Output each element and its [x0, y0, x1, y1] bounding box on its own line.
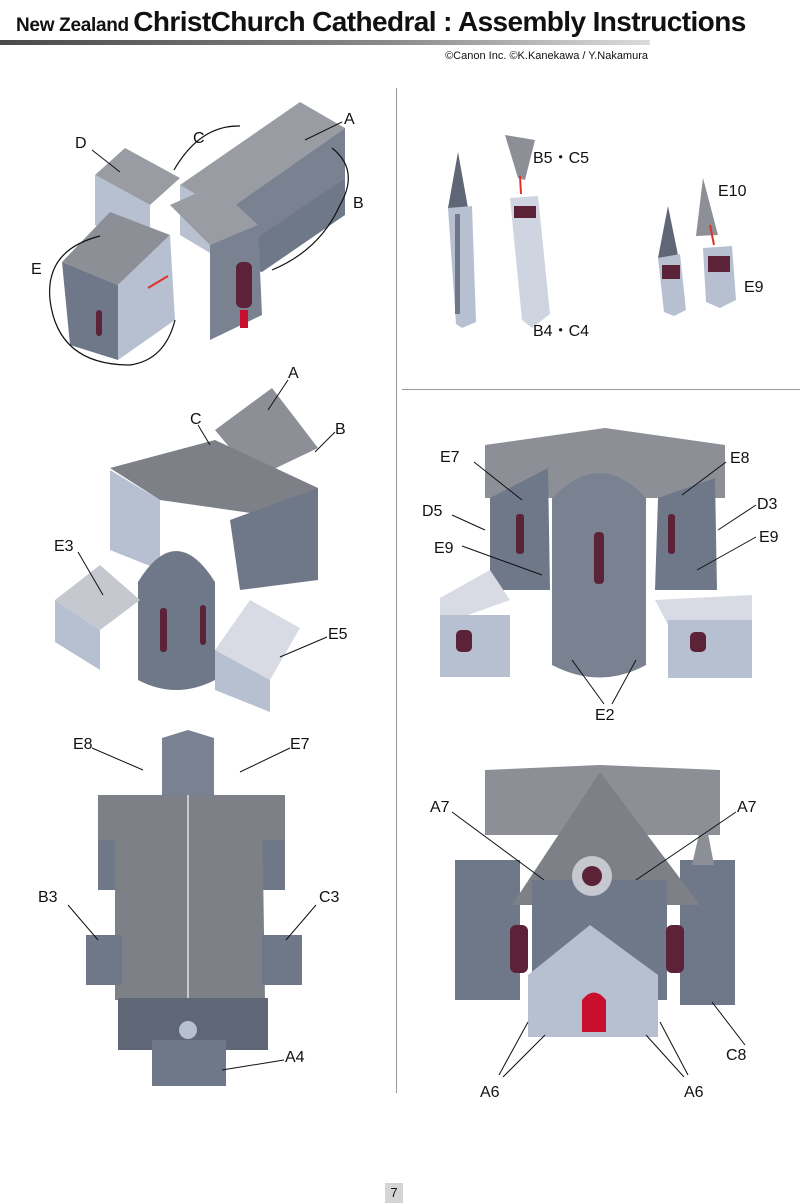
label-e9: E9 [744, 279, 764, 296]
label-a4: A4 [285, 1049, 305, 1066]
label-d: D [75, 135, 87, 152]
copyright-notice: ©Canon Inc. ©K.Kanekawa / Y.Nakamura [445, 50, 648, 62]
label-e: E [31, 261, 42, 278]
label-b5c5: B5・C5 [533, 150, 589, 167]
label-a6-left: A6 [480, 1084, 500, 1101]
label-b3: B3 [38, 889, 58, 906]
label-e7: E7 [440, 449, 460, 466]
label-e2: E2 [595, 707, 615, 724]
page-number: 7 [385, 1183, 403, 1203]
label-e8: E8 [730, 450, 750, 467]
label-d3: D3 [757, 496, 778, 513]
title-prefix: New Zealand [16, 15, 129, 36]
label-c8: C8 [726, 1047, 747, 1064]
title-main: ChristChurch Cathedral : Assembly Instru… [133, 6, 746, 37]
column-divider [396, 88, 397, 1093]
label-a7-left: A7 [430, 799, 450, 816]
label-c: C [193, 130, 205, 147]
title-rule [0, 40, 650, 45]
label-b4c4: B4・C4 [533, 323, 589, 340]
label-b: B [353, 195, 364, 212]
label-a: A [288, 365, 299, 382]
label-c: C [190, 411, 202, 428]
label-e3: E3 [54, 538, 74, 555]
label-d5: D5 [422, 503, 443, 520]
page-title: New Zealand ChristChurch Cathedral : Ass… [16, 6, 746, 40]
label-e5: E5 [328, 626, 348, 643]
label-a: A [344, 111, 355, 128]
label-e10: E10 [718, 183, 747, 200]
label-a7-right: A7 [737, 799, 757, 816]
label-e9-left: E9 [434, 540, 454, 557]
label-e7: E7 [290, 736, 310, 753]
label-b: B [335, 421, 346, 438]
row-divider [402, 389, 800, 390]
label-a6-right: A6 [684, 1084, 704, 1101]
label-e8: E8 [73, 736, 93, 753]
label-e9-right: E9 [759, 529, 779, 546]
label-c3: C3 [319, 889, 340, 906]
